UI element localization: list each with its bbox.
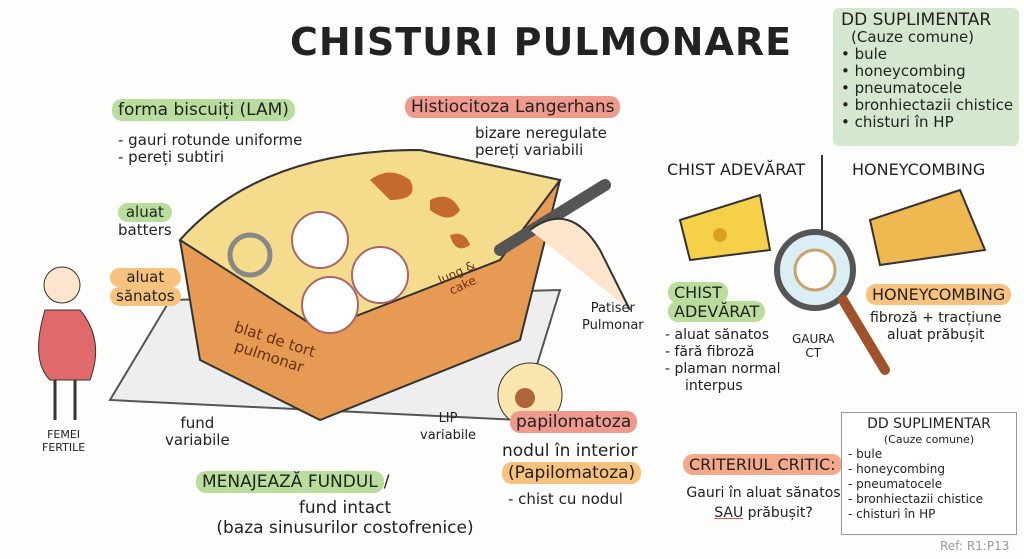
honey-label: HONEYCOMBING — [866, 284, 1012, 305]
honey-header: HONEYCOMBING — [852, 160, 986, 179]
cake — [178, 148, 562, 422]
chist-header: CHIST ADEVĂRAT — [667, 160, 806, 179]
cookie-cutter — [227, 232, 273, 278]
lam-label: forma biscuiți (LAM) — [112, 99, 295, 121]
round-hole — [291, 211, 349, 269]
dd-item: • honeycombing — [841, 62, 966, 80]
papilo-desc: nodul în interior (Papilomatoza) - chist… — [502, 440, 642, 510]
woman-figure — [38, 266, 97, 420]
dd-supplementary-top: DD SUPLIMENTAR (Cauze comune) • bule • h… — [833, 8, 1019, 146]
cheese-honeycomb — [868, 188, 987, 267]
reference: Ref: R1:P13 — [940, 539, 1010, 553]
dd-item: • bule — [841, 45, 888, 63]
chist-desc: - aluat sănatos- fără fibroză- plaman no… — [665, 327, 781, 394]
round-hole — [301, 276, 359, 334]
menajeaza-desc: fund intact(baza sinusurilor costofrenic… — [216, 498, 474, 538]
menajeaza-label: MENAJEAZĂ FUNDUL/ — [196, 471, 390, 493]
lam-desc: - gauri rotunde uniforme- pereți subtiri — [118, 131, 303, 166]
dd-subtitle: (Cauze comune) — [851, 28, 975, 46]
pencil-hand — [494, 179, 631, 311]
round-hole — [351, 246, 409, 304]
dd-supplementary-bottom: DD SUPLIMENTAR (Cauze comune) - bule- ho… — [841, 412, 1017, 535]
dd-item: • chisturi în HP — [841, 113, 954, 131]
page-title: CHISTURI PULMONARE — [290, 20, 793, 64]
cheese-true-cyst — [678, 193, 772, 262]
histio-label: Histiocitoza Langerhans — [405, 96, 621, 118]
dd-item: • bronhiectazii chistice — [841, 96, 1014, 114]
criteriu-label: CRITERIUL CRITIC: — [683, 454, 842, 475]
dd-item: • pneumatocele — [841, 79, 963, 97]
dd-title: DD SUPLIMENTAR — [841, 10, 992, 30]
criteriu-desc: Gauri în aluat sănatos SAU prăbușit? — [686, 485, 841, 521]
magnifier — [774, 229, 890, 375]
papilo-label: papilomatoza — [510, 411, 638, 433]
